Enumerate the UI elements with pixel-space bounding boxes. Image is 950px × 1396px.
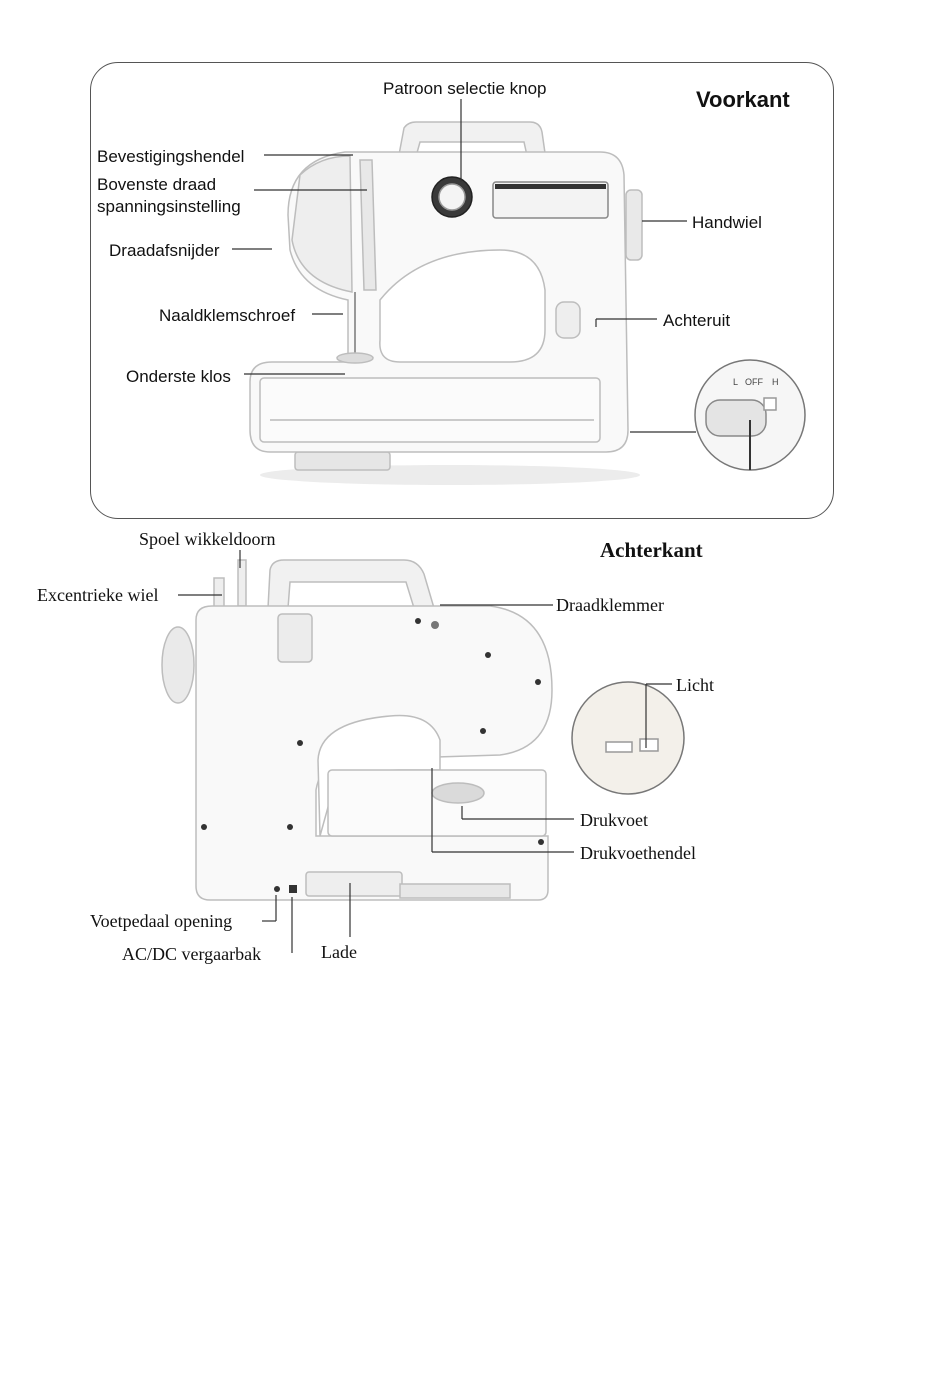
label-thread-guide: Draadklemmer [556, 595, 664, 616]
label-presser-foot: Drukvoet [580, 810, 648, 831]
switch-label-off: OFF [745, 377, 763, 387]
label-spool-pin: Spoel wikkeldoorn [139, 529, 276, 550]
label-light: Licht [676, 675, 714, 696]
front-title: Voorkant [696, 87, 790, 113]
label-adapter-socket: AC/DC vergaarbak [122, 944, 261, 965]
front-machine-drawing [250, 122, 805, 485]
label-thread-cutter: Draadafsnijder [109, 240, 220, 261]
label-fixing-lever: Bevestigingshendel [97, 146, 244, 167]
label-handwheel: Handwiel [692, 212, 762, 233]
label-reverse: Achteruit [663, 310, 730, 331]
label-pattern-knob: Patroon selectie knop [383, 78, 547, 99]
label-thread-tension-2: spanningsinstelling [97, 196, 241, 217]
back-title: Achterkant [600, 538, 703, 563]
label-needle-clamp: Naaldklemschroef [159, 305, 295, 326]
label-drawer: Lade [321, 942, 357, 963]
label-thread-tension-1: Bovenste draad [97, 174, 216, 195]
label-pedal-socket: Voetpedaal opening [90, 911, 232, 932]
switch-label-l: L [733, 377, 738, 387]
switch-label-h: H [772, 377, 779, 387]
label-presser-lever: Drukvoethendel [580, 843, 696, 864]
label-eccentric-wheel: Excentrieke wiel [37, 585, 158, 606]
label-bobbin: Onderste klos [126, 366, 231, 387]
